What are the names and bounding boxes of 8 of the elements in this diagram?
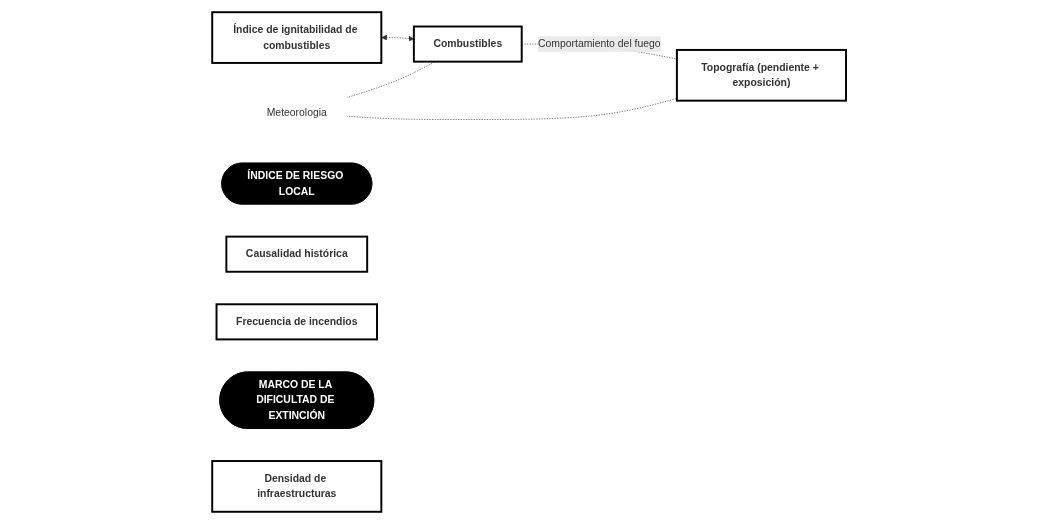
node-box: Frecuencia de incendios	[215, 303, 379, 341]
node-box: Topografía (pendiente + exposición)	[676, 48, 848, 102]
node-box: Índice de ignitabilidad de combustibles	[211, 11, 383, 64]
edge-label: Comportamiento del fuego	[538, 38, 662, 50]
node-box: Combustibles	[413, 25, 524, 63]
node-box: Causalidad histórica	[225, 235, 369, 273]
node-text: Meteorologia	[267, 107, 328, 119]
node-box: Densidad de infraestructuras	[211, 460, 383, 513]
